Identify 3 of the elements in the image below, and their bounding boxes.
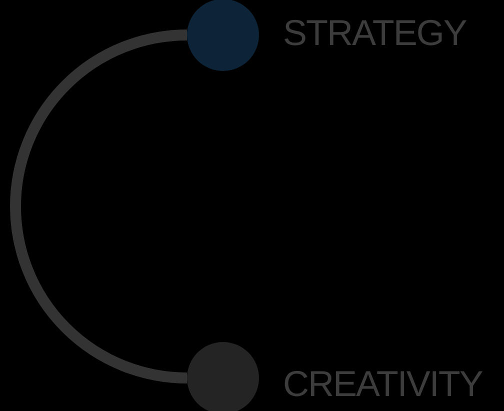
heading-text: STRATEGY: [283, 15, 466, 51]
heading-text: CREATIVITY: [283, 366, 482, 402]
connector-arc: [10, 30, 188, 384]
